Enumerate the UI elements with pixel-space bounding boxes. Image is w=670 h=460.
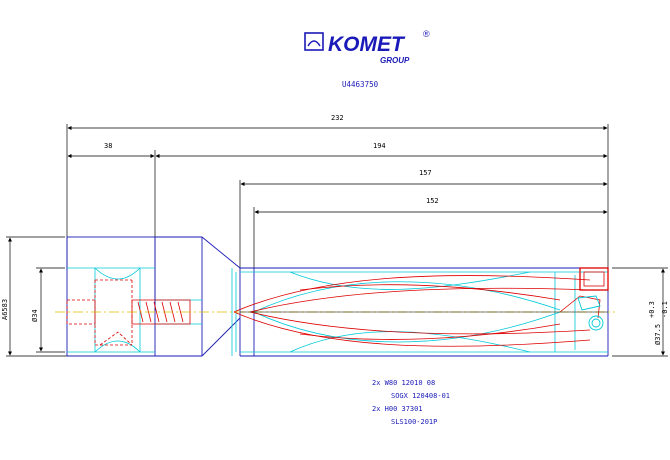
dim-left-overall: A6583 <box>1 299 9 320</box>
dim-length-157: 157 <box>419 169 432 177</box>
komet-logo: KOMET ® GROUP <box>304 29 430 65</box>
dimension-lines <box>6 124 668 357</box>
parts-list-item: 2x W80 12010 08 <box>372 379 435 387</box>
logo-group: GROUP <box>380 56 410 65</box>
dim-drill-tol-upper: +0.3 <box>648 301 656 318</box>
parts-list-item: 2x H00 37301 <box>372 405 423 413</box>
dim-drill-dia: Ø37.5 <box>654 324 662 345</box>
parts-list: 2x W80 12010 08 SOGX 120408-01 2x H00 37… <box>372 379 450 426</box>
dim-drill-tol-lower: -0.1 <box>661 301 669 318</box>
red-internal-lines <box>66 267 609 347</box>
logo-registered: ® <box>423 29 430 39</box>
logo-brand: KOMET <box>328 33 406 56</box>
dim-shank-length: 38 <box>104 142 112 150</box>
dim-length-152: 152 <box>426 197 439 205</box>
dim-total-length: 232 <box>331 114 344 122</box>
parts-list-item: SLS100-201P <box>391 418 437 426</box>
dim-shank-dia: Ø34 <box>31 309 39 322</box>
insert-detail <box>577 295 604 331</box>
part-number: U4463750 <box>342 80 379 89</box>
logo-emblem-icon <box>304 32 324 51</box>
parts-list-item: SOGX 120408-01 <box>391 392 450 400</box>
dim-body-length: 194 <box>373 142 386 150</box>
